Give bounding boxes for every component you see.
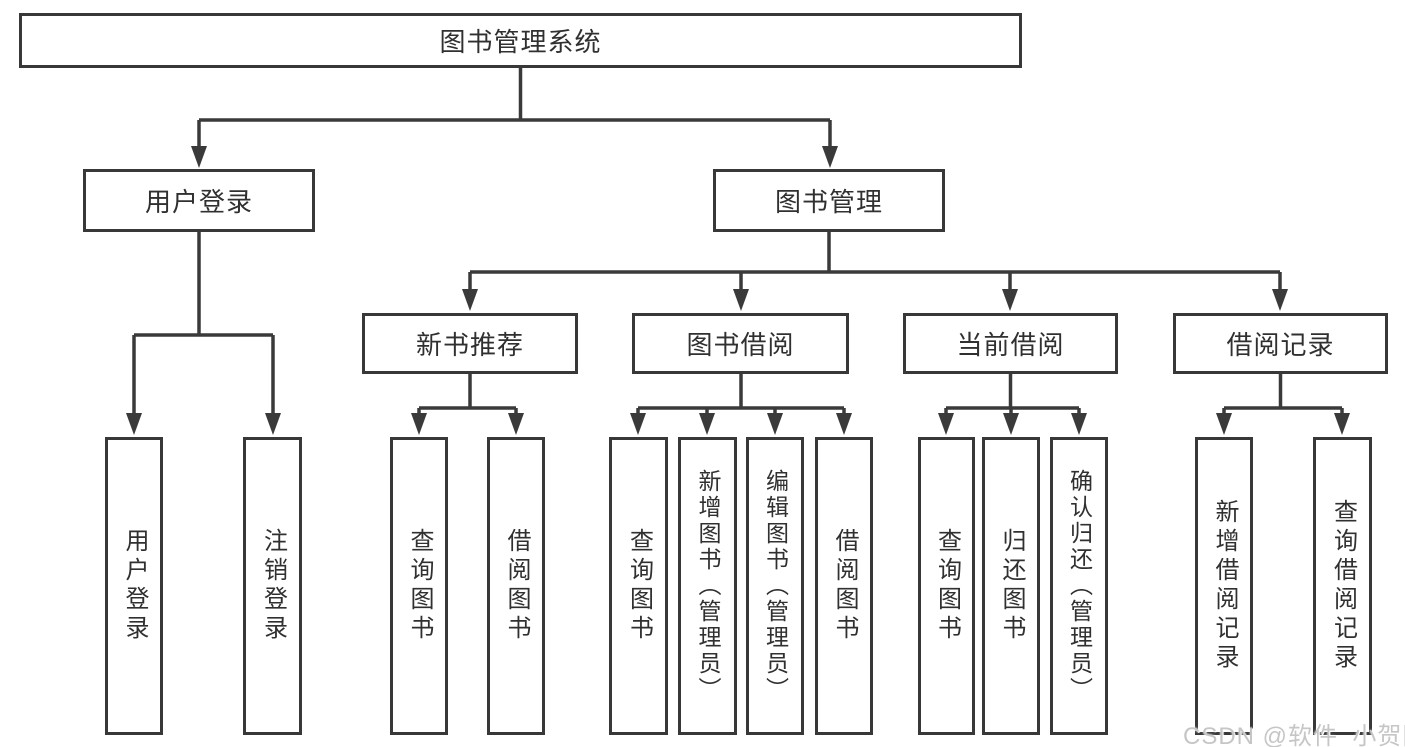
arrowhead bbox=[836, 413, 852, 435]
arrowhead bbox=[462, 289, 478, 311]
arrowhead bbox=[411, 413, 427, 435]
arrowhead bbox=[508, 413, 524, 435]
leaf-label: 新增图书（管理员） bbox=[695, 469, 721, 703]
node-book-borrowing: 图书借阅 bbox=[632, 313, 849, 374]
leaf-query-books-borrowing: 查询图书 bbox=[609, 437, 668, 735]
node-label: 新书推荐 bbox=[415, 330, 524, 360]
leaf-label: 注销登录 bbox=[259, 528, 287, 644]
arrowhead bbox=[126, 413, 142, 435]
node-new-book-recommendation: 新书推荐 bbox=[362, 313, 578, 374]
arrowhead bbox=[1071, 413, 1087, 435]
node-label: 当前借阅 bbox=[956, 330, 1065, 360]
leaf-query-books-current: 查询图书 bbox=[918, 437, 975, 735]
arrowhead bbox=[699, 413, 715, 435]
leaf-logout-login: 注销登录 bbox=[243, 437, 302, 735]
leaf-edit-books-admin: 编辑图书（管理员） bbox=[746, 437, 804, 735]
leaf-label: 编辑图书（管理员） bbox=[762, 469, 789, 703]
node-label: 图书管理系统 bbox=[439, 27, 602, 57]
arrowhead bbox=[1334, 413, 1350, 435]
leaf-borrow-books-recommend: 借阅图书 bbox=[487, 437, 545, 735]
leaf-label: 查询图书 bbox=[406, 528, 433, 644]
node-current-borrowing: 当前借阅 bbox=[903, 313, 1118, 374]
connector-user-login bbox=[132, 232, 275, 414]
connector-book-management bbox=[468, 232, 1282, 290]
leaf-label: 借阅图书 bbox=[503, 528, 530, 644]
node-book-management: 图书管理 bbox=[713, 169, 945, 232]
arrowhead bbox=[630, 413, 646, 435]
leaf-label: 确认归还（管理员） bbox=[1066, 469, 1093, 703]
node-label: 图书管理 bbox=[774, 187, 883, 217]
watermark-text: CSDN @软件_小贺同学 bbox=[1183, 723, 1405, 747]
leaf-query-books-recommend: 查询图书 bbox=[390, 437, 448, 735]
arrowhead bbox=[767, 413, 783, 435]
leaf-label: 查询借阅记录 bbox=[1329, 499, 1357, 673]
leaf-add-books-admin: 新增图书（管理员） bbox=[678, 437, 737, 735]
arrowhead bbox=[822, 146, 838, 168]
arrowhead bbox=[1216, 413, 1232, 435]
leaf-label: 新增借阅记录 bbox=[1211, 499, 1238, 673]
connector-borrow-records bbox=[1222, 374, 1344, 414]
arrowhead bbox=[191, 146, 207, 168]
leaf-user-login: 用户登录 bbox=[105, 437, 163, 735]
connector-root-stem bbox=[197, 68, 832, 148]
leaf-label: 借阅图书 bbox=[831, 528, 858, 644]
arrowhead bbox=[1002, 289, 1018, 311]
leaf-confirm-return-admin: 确认归还（管理员） bbox=[1050, 437, 1108, 735]
leaf-query-borrow-record: 查询借阅记录 bbox=[1313, 437, 1372, 735]
connector-book-borrowing bbox=[636, 374, 846, 414]
node-user-login: 用户登录 bbox=[83, 169, 315, 232]
leaf-add-borrow-record: 新增借阅记录 bbox=[1195, 437, 1253, 735]
connector-current-borrowing bbox=[944, 374, 1081, 414]
leaf-borrow-books-borrowing: 借阅图书 bbox=[815, 437, 873, 735]
leaf-return-books: 归还图书 bbox=[982, 437, 1040, 735]
leaf-label: 查询图书 bbox=[933, 528, 961, 644]
node-borrowing-records: 借阅记录 bbox=[1173, 313, 1388, 374]
connector-new-book bbox=[417, 374, 518, 414]
arrowhead bbox=[733, 289, 749, 311]
arrowhead bbox=[1272, 289, 1288, 311]
node-label: 借阅记录 bbox=[1226, 330, 1335, 360]
node-library-management-system: 图书管理系统 bbox=[19, 13, 1022, 68]
arrowhead bbox=[1003, 413, 1019, 435]
arrowhead bbox=[938, 413, 954, 435]
arrowhead bbox=[265, 413, 281, 435]
node-label: 用户登录 bbox=[144, 187, 253, 217]
leaf-label: 查询图书 bbox=[625, 528, 653, 644]
leaf-label: 归还图书 bbox=[998, 528, 1025, 644]
node-label: 图书借阅 bbox=[686, 330, 795, 360]
leaf-label: 用户登录 bbox=[121, 528, 148, 644]
